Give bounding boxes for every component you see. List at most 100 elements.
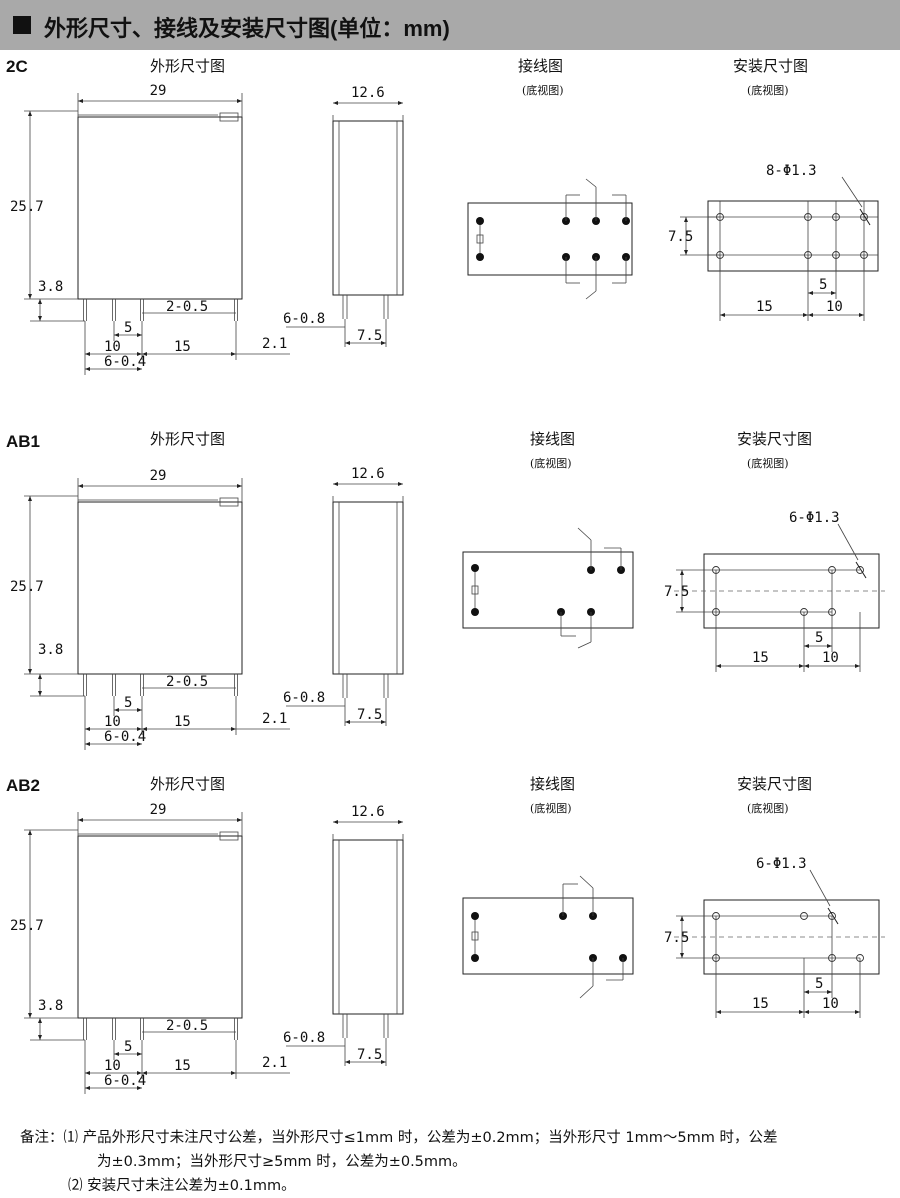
wiring-title: 接线图 [530, 775, 576, 793]
dim-pitch-5: 5 [124, 1039, 132, 1055]
dim-row: 7.5 [664, 930, 689, 946]
wiring-outline [462, 551, 634, 629]
dim-pitch-10: 10 [104, 714, 121, 730]
mount-subtitle: (底视图) [747, 84, 789, 97]
relay-body-side [332, 120, 404, 296]
dim-height: 25.7 [10, 199, 44, 215]
dim-depth: 12.6 [351, 466, 385, 482]
dim-pin-width-2: 2-0.5 [166, 1018, 208, 1034]
relay-body-front [77, 116, 243, 300]
section-label: AB2 [6, 776, 41, 795]
dim-width: 29 [150, 468, 167, 484]
note-1-line-1: 备注：⑴ 产品外形尺寸未注尺寸公差，当外形尺寸≤1mm 时，公差为±0.2mm；… [20, 1130, 778, 1146]
dim-offset: 2.1 [262, 1055, 287, 1071]
dim-pitch-15: 15 [174, 339, 191, 355]
dim-row: 7.5 [668, 229, 693, 245]
drawing-line [837, 523, 859, 561]
dim-height: 25.7 [10, 579, 44, 595]
mount-subtitle: (底视图) [747, 457, 789, 470]
callout-leader [855, 561, 867, 579]
dimension-arrow [38, 674, 42, 696]
drawing-line [841, 176, 863, 208]
pin-dot [471, 912, 479, 920]
dim-hole-10: 10 [822, 996, 839, 1012]
dim-depth: 12.6 [351, 85, 385, 101]
dim-pin-thickness: 6-0.8 [283, 690, 325, 706]
switch-line [577, 641, 592, 649]
body-tab [219, 112, 239, 122]
coil-symbol [476, 234, 484, 244]
dimension-arrow [345, 341, 386, 345]
wiring-title: 接线图 [518, 57, 564, 75]
dim-pin-length: 3.8 [38, 279, 63, 295]
mount-title: 安装尺寸图 [737, 430, 813, 448]
dimension-arrow [345, 720, 386, 724]
hole-callout: 6-Φ1.3 [789, 510, 840, 526]
dim-width: 29 [150, 83, 167, 99]
dim-pitch-10: 10 [104, 339, 121, 355]
dim-pitch-10: 10 [104, 1058, 121, 1074]
pin-dot [471, 954, 479, 962]
dimension-arrow [38, 299, 42, 321]
dim-pitch-5: 5 [124, 695, 132, 711]
callout-leader [859, 208, 871, 226]
dim-hole-5: 5 [819, 277, 827, 293]
notes: 备注：⑴ 产品外形尺寸未注尺寸公差，当外形尺寸≤1mm 时，公差为±0.2mm；… [20, 1126, 900, 1198]
hole-callout: 6-Φ1.3 [756, 856, 807, 872]
pin-dot [476, 217, 484, 225]
dim-pitch-15: 15 [174, 1058, 191, 1074]
page-header: 外形尺寸、接线及安装尺寸图(单位：mm) [0, 0, 900, 50]
dim-pin-width-6: 6-0.4 [104, 729, 146, 745]
mount-title: 安装尺寸图 [737, 775, 813, 793]
dim-row-side: 7.5 [357, 1047, 382, 1063]
dim-width: 29 [150, 802, 167, 818]
note-1-line-2: 为±0.3mm；当外形尺寸≥5mm 时，公差为±0.5mm。 [97, 1154, 467, 1170]
dim-hole-15: 15 [756, 299, 773, 315]
dimension-arrow [38, 1018, 42, 1040]
dim-pin-width-6: 6-0.4 [104, 1073, 146, 1089]
outline-title: 外形尺寸图 [150, 57, 226, 75]
mount-subtitle: (底视图) [747, 802, 789, 815]
relay-body-front [77, 835, 243, 1019]
dim-pitch-15: 15 [174, 714, 191, 730]
relay-body-side [332, 839, 404, 1015]
callout-leader [827, 907, 839, 925]
dim-hole-5: 5 [815, 976, 823, 992]
wiring-subtitle: (底视图) [530, 457, 572, 470]
dim-pin-thickness: 6-0.8 [283, 1030, 325, 1046]
dim-offset: 2.1 [262, 336, 287, 352]
wiring-outline [462, 897, 634, 975]
dimension-arrow [680, 570, 684, 612]
dim-hole-15: 15 [752, 996, 769, 1012]
switch-line [577, 527, 592, 541]
dim-row-side: 7.5 [357, 328, 382, 344]
dim-row: 7.5 [664, 584, 689, 600]
pin-dot [476, 253, 484, 261]
dim-depth: 12.6 [351, 804, 385, 820]
drawing-line [809, 869, 831, 907]
square-bullet-icon [13, 16, 31, 34]
dim-pitch-5: 5 [124, 320, 132, 336]
outline-title: 外形尺寸图 [150, 430, 226, 448]
mount-outline [707, 200, 879, 272]
section-label: AB1 [6, 432, 41, 451]
dim-pin-length: 3.8 [38, 998, 63, 1014]
dim-pin-thickness: 6-0.8 [283, 311, 325, 327]
dim-pin-length: 3.8 [38, 642, 63, 658]
wiring-outline [467, 202, 633, 276]
dim-row-side: 7.5 [357, 707, 382, 723]
body-tab [219, 831, 239, 841]
coil-symbol [471, 585, 479, 595]
switch-line [579, 985, 594, 999]
dim-pin-width-2: 2-0.5 [166, 674, 208, 690]
dim-hole-5: 5 [815, 630, 823, 646]
dim-hole-10: 10 [826, 299, 843, 315]
outline-title: 外形尺寸图 [150, 775, 226, 793]
section-label: 2C [6, 57, 28, 76]
dim-hole-10: 10 [822, 650, 839, 666]
